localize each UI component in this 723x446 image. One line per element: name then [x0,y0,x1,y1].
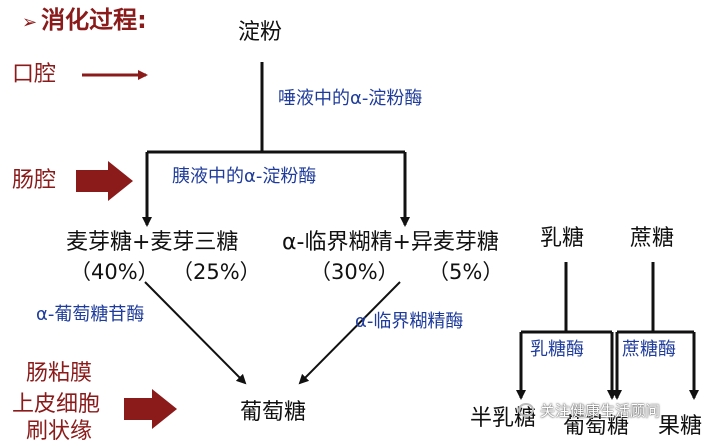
label-mucosa-1: 肠粘膜 [26,361,93,386]
wechat-icon [518,403,534,417]
enzyme-sucrase: 蔗糖酶 [622,339,676,360]
dextrinase-arrow [298,281,401,385]
label-mucosa-2: 上皮细胞 [12,392,101,417]
node-glucose-2: 葡萄糖 [563,414,630,439]
node-sucrose: 蔗糖 [630,226,675,251]
enzyme-glucosidase: α-葡萄糖苷酶 [36,304,145,325]
watermark: 关注健康生活顾问 [518,398,723,422]
label-intestine: 肠腔 [12,168,57,193]
pct-maltotriose: （25%） [172,260,261,284]
pct-isomaltose: （5%） [428,260,504,284]
node-starch: 淀粉 [238,20,283,45]
watermark-text: 关注健康生活顾问 [540,401,661,420]
page-title-text: 消化过程: [41,6,147,34]
label-mouth: 口腔 [12,62,57,87]
enzyme-pancreatic-amylase: 胰液中的α-淀粉酶 [172,166,317,187]
enzyme-salivary-amylase: 唾液中的α-淀粉酶 [278,88,423,109]
mucosa-block-arrow [124,389,177,429]
node-glucose: 葡萄糖 [240,400,307,425]
intestine-block-arrow [76,161,133,201]
label-mucosa-3: 刷状缘 [26,419,93,444]
enzyme-lactase: 乳糖酶 [530,339,584,360]
pct-dextrin: （30%） [310,260,399,284]
pct-maltose: （40%） [70,260,159,284]
node-fructose: 果糖 [658,414,703,439]
node-maltose-group: 麦芽糖+麦芽三糖 [66,230,239,255]
glucosidase-arrow [144,281,247,385]
enzyme-dextrinase: α-临界糊精酶 [355,311,464,332]
page-title: ➢消化过程: [22,8,147,32]
node-lactose: 乳糖 [540,226,585,251]
node-dextrin-group: α-临界糊精+异麦芽糖 [282,230,499,255]
triangle-bullet-icon: ➢ [22,12,38,33]
